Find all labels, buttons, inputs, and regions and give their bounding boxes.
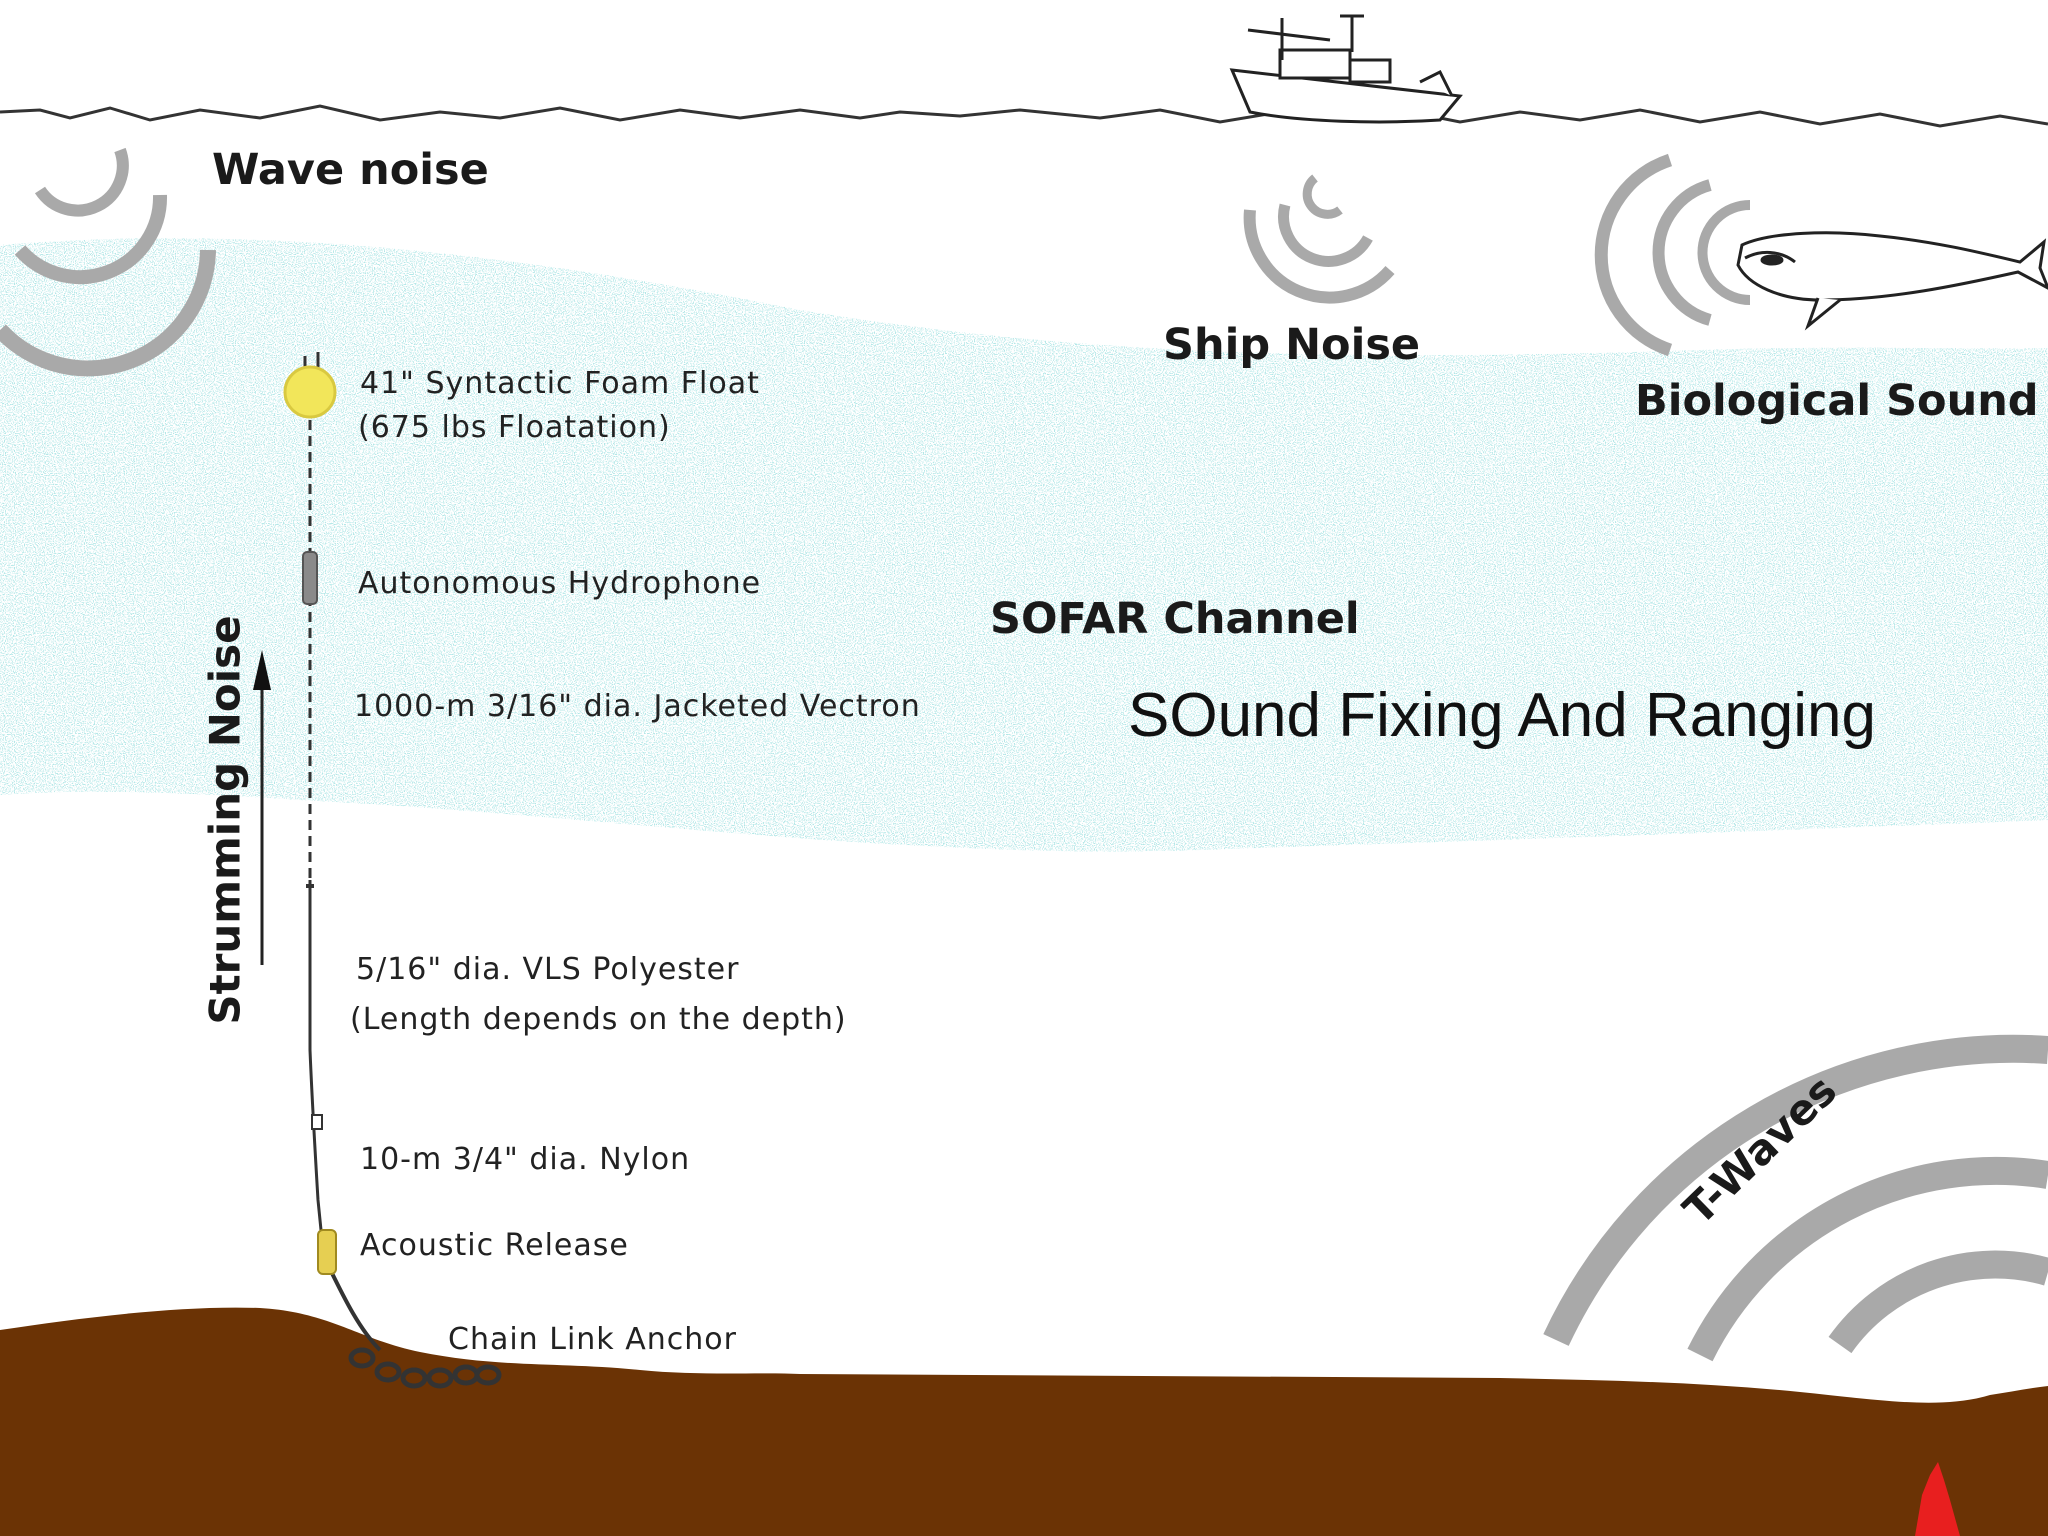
biological-noise-arcs bbox=[1594, 153, 1751, 357]
acoustic-release-label: Acoustic Release bbox=[360, 1228, 629, 1263]
wave-noise-label: Wave noise bbox=[212, 145, 489, 195]
float-label-line1: 41" Syntactic Foam Float bbox=[360, 366, 760, 401]
t-wave-arcs bbox=[1543, 1034, 2048, 1362]
biological-sound-label: Biological Sound bbox=[1635, 376, 2039, 426]
float-label-line2: (675 lbs Floatation) bbox=[358, 410, 671, 445]
sofar-channel-label: SOFAR Channel bbox=[990, 594, 1360, 644]
strumming-noise-label: Strumming Noise bbox=[200, 615, 250, 1025]
wave-noise-arcs bbox=[0, 147, 216, 377]
float-icon bbox=[283, 365, 337, 419]
sofar-expansion-label: SOund Fixing And Ranging bbox=[1128, 681, 1876, 750]
ship-icon bbox=[1229, 14, 1463, 124]
polyester-label-line1: 5/16" dia. VLS Polyester bbox=[356, 952, 740, 987]
anchor-label: Chain Link Anchor bbox=[448, 1322, 737, 1357]
swivel-icon bbox=[311, 1114, 323, 1130]
nylon-label: 10-m 3/4" dia. Nylon bbox=[360, 1142, 691, 1177]
sea-surface-line bbox=[0, 104, 2048, 128]
seafloor bbox=[0, 1307, 2048, 1536]
ship-noise-label: Ship Noise bbox=[1163, 320, 1421, 370]
polyester-label-line2: (Length depends on the depth) bbox=[350, 1002, 847, 1037]
sofar-channel-band bbox=[0, 238, 2048, 852]
hydrophone-icon bbox=[302, 551, 318, 605]
ship-noise-arcs bbox=[1243, 174, 1395, 304]
chain-anchor-icon bbox=[348, 1347, 502, 1389]
strumming-arrow bbox=[253, 650, 271, 965]
volcano-icon bbox=[1915, 1462, 1960, 1536]
hydrophone-label: Autonomous Hydrophone bbox=[358, 566, 762, 601]
acoustic-release-icon bbox=[317, 1229, 337, 1275]
vectran-label: 1000-m 3/16" dia. Jacketed Vectron bbox=[354, 689, 921, 724]
whale-icon bbox=[1736, 231, 2048, 331]
